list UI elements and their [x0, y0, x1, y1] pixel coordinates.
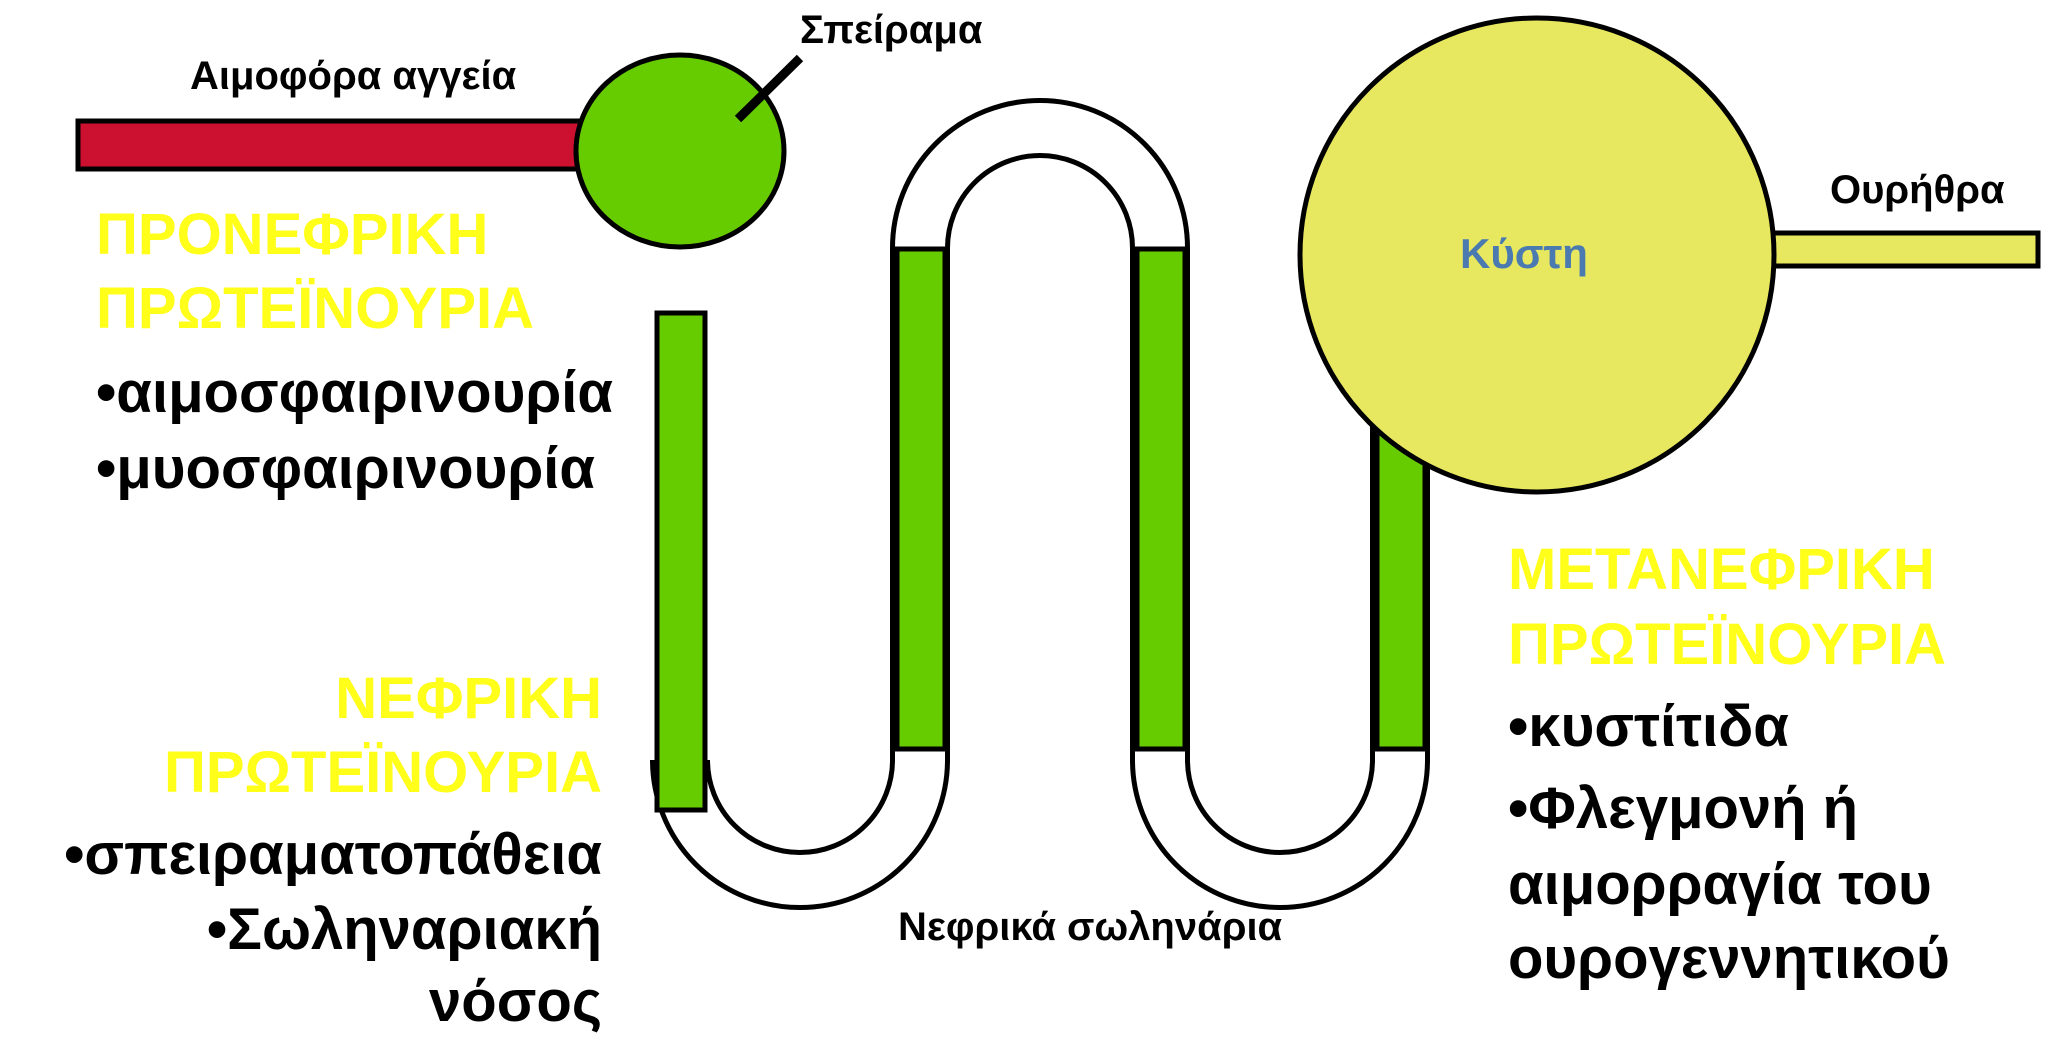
vessels-label: Αιμοφόρα αγγεία: [190, 54, 517, 98]
tubule-segment-4: [1374, 417, 1428, 752]
postrenal-item-1: •κυστίτιδα: [1508, 694, 1789, 759]
prerenal-item-2: •μυοσφαιρινουρία: [96, 436, 596, 501]
postrenal-item-4: ουρογεννητικού: [1508, 926, 1950, 991]
tubules-label: Νεφρικά σωληνάρια: [898, 905, 1283, 949]
postrenal-heading-line2: ΠΡΩΤΕΪΝΟΥΡΙΑ: [1508, 612, 1947, 677]
tubule-segment-2: [894, 246, 948, 752]
blood-vessel: [75, 118, 587, 172]
urethra-label: Ουρήθρα: [1830, 168, 2005, 212]
tubule-segment-3: [1134, 246, 1188, 752]
glomerulus-label: Σπείραμα: [800, 8, 983, 52]
renal-heading-line1: ΝΕΦΡΙΚΗ: [335, 666, 602, 731]
renal-item-3: νόσος: [429, 969, 602, 1034]
glomerulus: [573, 52, 787, 250]
prerenal-heading-line1: ΠΡΟΝΕΦΡΙΚΗ: [96, 202, 489, 267]
prerenal-heading-line2: ΠΡΩΤΕΪΝΟΥΡΙΑ: [96, 276, 535, 341]
postrenal-item-3: αιμορραγία του: [1508, 852, 1932, 917]
tubule-segment-1: [654, 310, 708, 813]
tubule-outline: [650, 98, 1430, 910]
renal-item-2: •Σωληναριακή: [206, 897, 602, 962]
prerenal-item-1: •αιμοσφαιρινουρία: [96, 360, 614, 425]
postrenal-heading-line1: ΜΕΤΑΝΕΦΡΙΚΗ: [1508, 537, 1935, 602]
urethra: [1757, 230, 2041, 269]
tubule-lumen: [655, 103, 1425, 905]
postrenal-item-2: •Φλεγμονή ή: [1508, 776, 1859, 841]
renal-heading-line2: ΠΡΩΤΕΪΝΟΥΡΙΑ: [163, 740, 602, 805]
bladder: [1297, 15, 1777, 495]
bladder-label: Κύστη: [1460, 230, 1588, 277]
glomerulus-pointer: [734, 54, 804, 123]
renal-item-1: •σπειραματοπάθεια: [64, 822, 602, 887]
